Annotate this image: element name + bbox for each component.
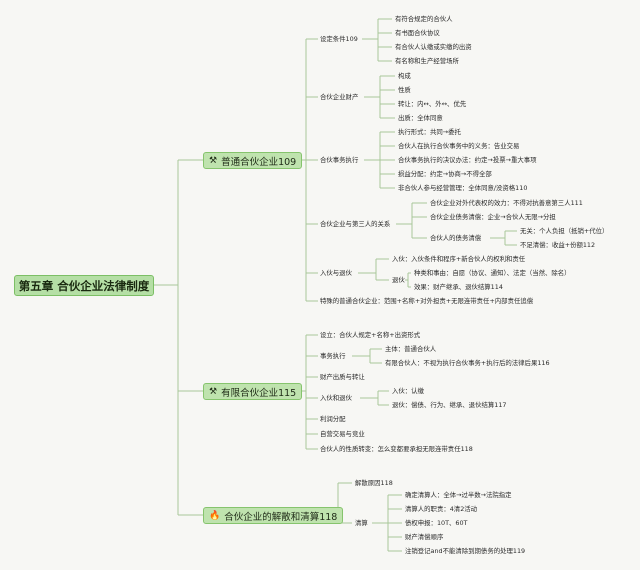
node-admission-withdrawal[interactable]: 入伙与退伙 [320, 269, 352, 277]
node-liquidation[interactable]: 清算 [355, 519, 368, 527]
node-partner-debt[interactable]: 合伙人的债务清偿 [430, 234, 482, 242]
node-establish-conditions[interactable]: 设定条件109 [320, 35, 358, 43]
node-dissolution-causes[interactable]: 解散原因118 [355, 479, 393, 487]
branch-limited-partnership[interactable]: ⚒ 有限合伙企业115 [203, 383, 303, 400]
node-partnership-property[interactable]: 合伙企业财产 [320, 93, 359, 101]
node-profit[interactable]: 利润分配 [320, 415, 346, 423]
node-leaf[interactable]: 有合伙人认缴或实缴的出资 [395, 43, 472, 51]
node-leaf[interactable]: 非合伙人参与经营管理：全体同意/没资格110 [398, 184, 528, 192]
node-leaf[interactable]: 合伙事务执行的决议办法：约定→投票→重大事项 [398, 156, 537, 164]
root-topic[interactable]: 第五章 合伙企业法律制度 [14, 275, 154, 296]
node-property-pledge[interactable]: 财产出质与转让 [320, 373, 365, 381]
node-leaf[interactable]: 出质：全体同意 [398, 114, 443, 122]
hammer-pick-icon: ⚒ [209, 155, 218, 166]
node-self-dealing[interactable]: 自营交易与竞业 [320, 430, 365, 438]
fire-icon: 🔥 [209, 510, 221, 521]
node-leaf[interactable]: 合伙人在执行合伙事务中的义务：告业交易 [398, 142, 520, 150]
node-admission[interactable]: 入伙和退伙 [320, 394, 352, 402]
node-leaf[interactable]: 执行形式：共同→委托 [398, 128, 461, 136]
node-leaf[interactable]: 退伙：偿债、行为、继承、退伙结算117 [392, 401, 507, 409]
node-leaf[interactable]: 入伙：入伙条件和程序+新合伙人的权利和责任 [392, 255, 526, 263]
branch-dissolution-liquidation[interactable]: 🔥 合伙企业的解散和清算118 [203, 507, 344, 524]
node-leaf[interactable]: 主体：普通合伙人 [385, 345, 437, 353]
node-leaf[interactable]: 损益分配：约定→协商→不得全部 [398, 170, 492, 178]
node-nature-change[interactable]: 合伙人的性质转变：怎么变都要承担无限连带责任118 [320, 445, 473, 453]
node-leaf[interactable]: 注销登记and不能清除到期债务的处理119 [405, 547, 526, 555]
branch-general-partnership[interactable]: ⚒ 普通合伙企业109 [203, 152, 303, 169]
branch-label: 有限合伙企业115 [221, 387, 297, 399]
node-third-party-relations[interactable]: 合伙企业与第三人的关系 [320, 220, 391, 228]
node-leaf[interactable]: 构成 [398, 72, 411, 80]
hammer-pick-icon: ⚒ [209, 386, 218, 397]
node-leaf[interactable]: 有限合伙人：不视为执行合伙事务+执行后的法律后果116 [385, 359, 550, 367]
node-leaf[interactable]: 不足清偿：收益+份额112 [520, 241, 596, 249]
branch-label: 合伙企业的解散和清算118 [224, 511, 338, 523]
node-leaf[interactable]: 有符合规定的合伙人 [395, 15, 453, 23]
node-leaf[interactable]: 入伙：认缴 [392, 387, 424, 395]
node-leaf[interactable]: 转让：内↔、外↔、优先 [398, 100, 467, 108]
node-affairs-execution[interactable]: 合伙事务执行 [320, 156, 359, 164]
node-leaf[interactable]: 确定清算人：全体→过半数→法院指定 [405, 491, 512, 499]
node-leaf[interactable]: 合伙企业债务清偿：企业→合伙人无限→分担 [430, 213, 556, 221]
node-withdrawal[interactable]: 退伙 [392, 276, 405, 284]
node-leaf[interactable]: 效果：财产继承、退伙结算114 [414, 283, 503, 291]
node-leaf[interactable]: 债权申报：10T、60T [405, 519, 468, 527]
node-leaf[interactable]: 合伙企业对外代表权的效力：不得对抗善意第三人111 [430, 199, 583, 207]
node-leaf[interactable]: 清算人的职责：4清2活动 [405, 505, 478, 513]
node-leaf[interactable]: 性质 [398, 86, 411, 94]
node-leaf[interactable]: 种类和事由：自愿（协议、通知）、法定（当然、除名） [414, 269, 571, 277]
node-leaf[interactable]: 有书面合伙协议 [395, 29, 440, 37]
node-leaf[interactable]: 无关：个人负担（抵销+代位） [520, 227, 609, 235]
node-leaf[interactable]: 财产清偿顺序 [405, 533, 444, 541]
node-establish[interactable]: 设立：合伙人规定+名称+出资形式 [320, 331, 421, 339]
node-special-general-partnership[interactable]: 特殊的普通合伙企业：范围+名称+对外担责+无限连带责任+内部责任追偿 [320, 297, 534, 305]
branch-label: 普通合伙企业109 [221, 156, 297, 168]
node-affairs[interactable]: 事务执行 [320, 352, 346, 360]
node-leaf[interactable]: 有名称和生产经营场所 [395, 57, 459, 65]
